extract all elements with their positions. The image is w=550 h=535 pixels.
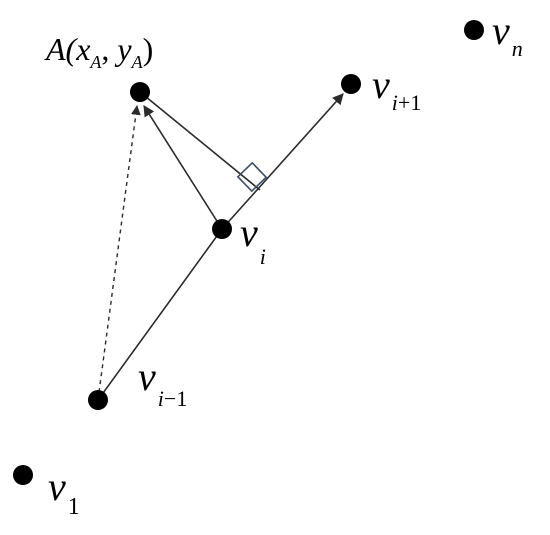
point-vi-plus-1 bbox=[341, 74, 361, 94]
edge-vi-to-vi-plus-1-arrow bbox=[221, 93, 344, 230]
point-vi bbox=[212, 219, 232, 239]
label-A-y: y bbox=[114, 31, 132, 67]
label-vi-sub: i bbox=[260, 244, 266, 269]
label-vi-plus-1-sub-op: + bbox=[398, 90, 410, 115]
edge-vi-minus-1-to-vi bbox=[97, 228, 223, 401]
label-vi-plus-1-sub-num: 1 bbox=[410, 90, 421, 115]
label-vi-plus-1-sub-var: i bbox=[392, 90, 398, 115]
label-A-coordinates: A(xA, yA) bbox=[44, 31, 153, 72]
label-v1-base: v bbox=[48, 464, 66, 509]
label-vi-minus-1-sub-op: − bbox=[164, 386, 176, 411]
label-vi-minus-1-sub-num: 1 bbox=[176, 386, 187, 411]
label-vi-plus-1-base: v bbox=[372, 62, 390, 107]
label-v1: v1 bbox=[48, 464, 80, 520]
perpendicular-A-to-line bbox=[139, 91, 261, 191]
label-v1-sub: 1 bbox=[68, 494, 80, 520]
label-vi-plus-1: vi+1 bbox=[372, 62, 421, 115]
right-angle-marker bbox=[236, 161, 268, 193]
label-A-x: x bbox=[75, 31, 90, 67]
label-vi-minus-1: vi−1 bbox=[138, 354, 187, 411]
label-A-y-sub: A bbox=[131, 52, 144, 72]
dashed-vi-minus-1-to-A-arrow bbox=[97, 105, 141, 401]
point-v1 bbox=[13, 465, 33, 485]
edge-vi-to-A-arrow bbox=[143, 105, 223, 230]
label-vi-minus-1-base: v bbox=[138, 354, 156, 399]
label-vn-sub: n bbox=[512, 36, 523, 61]
point-vi-minus-1 bbox=[88, 390, 108, 410]
point-A bbox=[130, 82, 150, 102]
point-vn bbox=[464, 20, 484, 40]
label-vn: vn bbox=[492, 8, 523, 61]
label-A-suffix: ) bbox=[143, 31, 154, 67]
label-A-x-sub: A bbox=[89, 52, 102, 72]
label-vi: vi bbox=[240, 210, 266, 269]
label-vi-minus-1-sub-var: i bbox=[158, 386, 164, 411]
label-A-prefix: A( bbox=[44, 31, 79, 67]
label-vn-base: v bbox=[492, 8, 510, 53]
label-A-comma: , bbox=[101, 31, 117, 67]
label-vi-base: v bbox=[240, 210, 258, 255]
